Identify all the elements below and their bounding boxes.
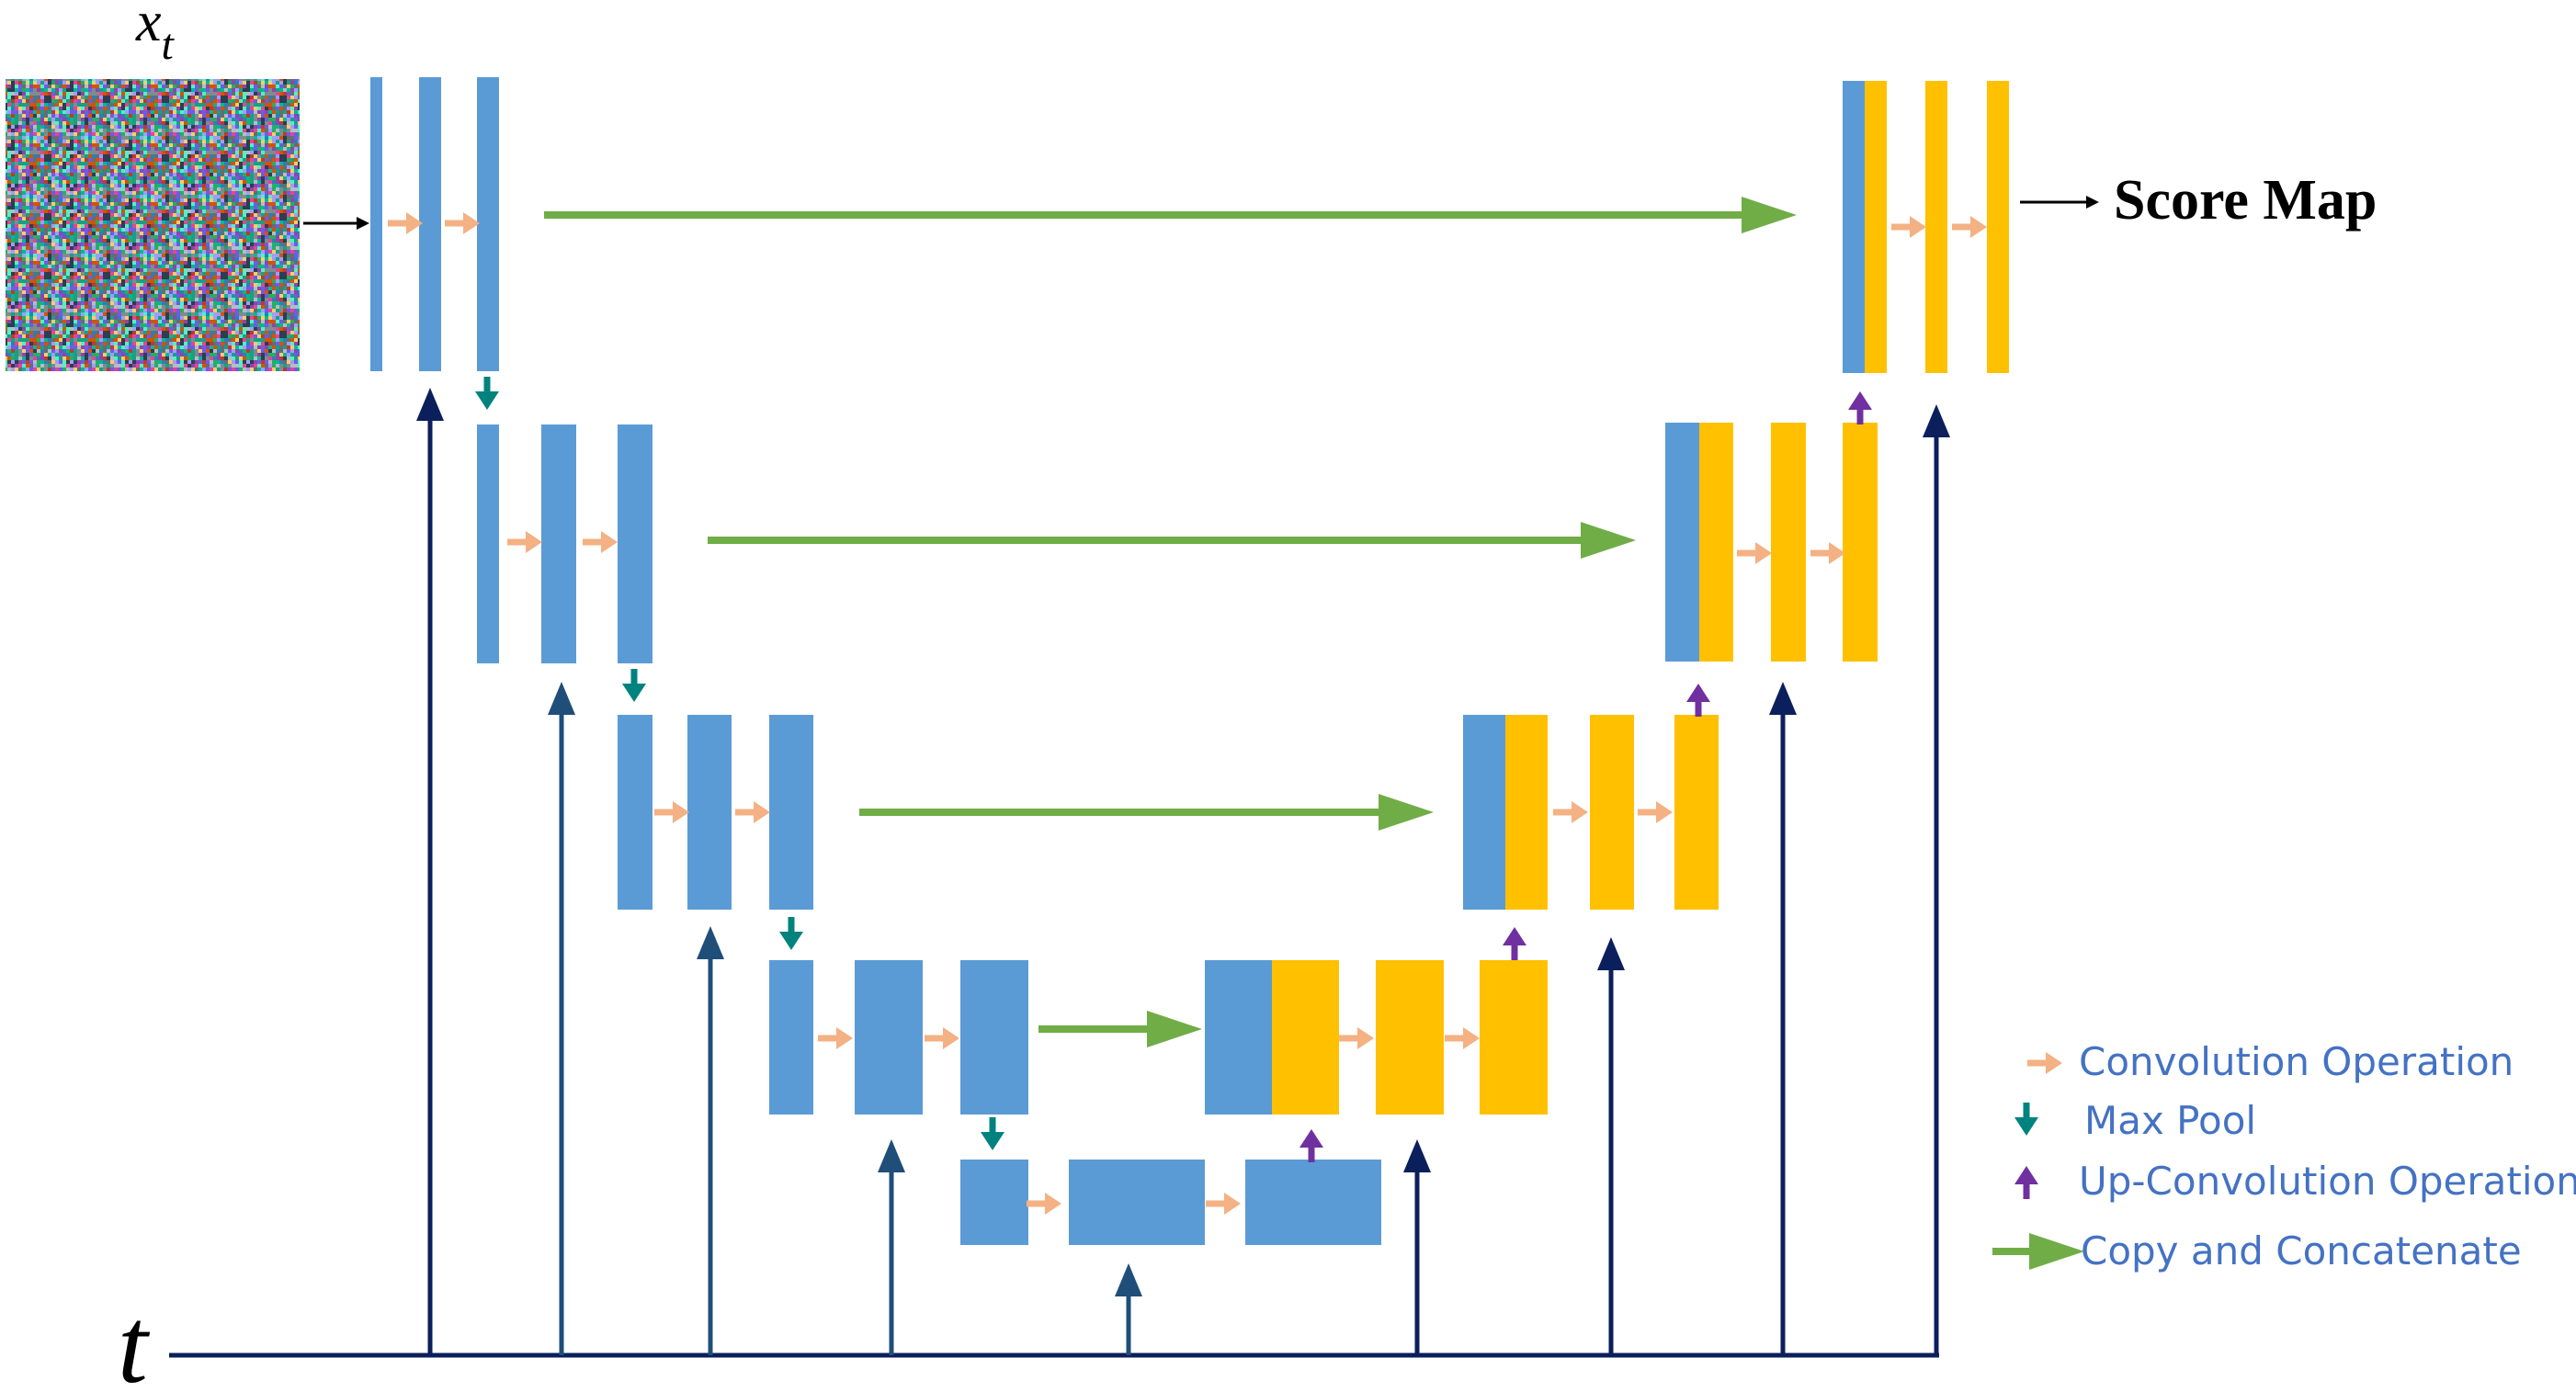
noise-image [6, 79, 300, 371]
time-arrow-head [878, 1139, 905, 1172]
copy-arrow-head [1581, 522, 1636, 559]
conv-arrow-head [943, 1027, 959, 1049]
time-embedding-lines [169, 388, 1950, 1358]
upconv-arrow-head [1848, 391, 1872, 410]
enc3-block-2 [687, 715, 732, 910]
conv-arrow-head [1357, 1027, 1374, 1049]
time-arrow-head [697, 926, 724, 959]
dec2-block-2 [1771, 423, 1806, 662]
upconv-arrow-head [2014, 1166, 2038, 1184]
operation-arrows [388, 212, 1987, 1215]
legend-upconv-icon [2014, 1166, 2038, 1199]
dec3-concat-enc [1463, 715, 1505, 910]
dec4-concat-enc [1205, 960, 1272, 1115]
enc3-block-1 [618, 715, 653, 910]
bottleneck-block-2 [1069, 1160, 1205, 1245]
input-image [6, 79, 300, 371]
upconv-arrow-head [1503, 927, 1526, 945]
maxpool-arrow-head [2014, 1117, 2038, 1136]
bottleneck-block-3 [1245, 1160, 1381, 1245]
legend-copy-label: Copy and Concatenate [2081, 1228, 2522, 1273]
maxpool-arrow-head [622, 684, 646, 702]
dec2-concat-dec [1699, 423, 1733, 662]
conv-arrow-head [754, 801, 770, 823]
time-arrow-head [1923, 404, 1950, 437]
upconv-arrow-head [1686, 684, 1710, 702]
copy-arrow-head [1147, 1011, 1202, 1047]
enc1-block-3 [477, 77, 499, 371]
conv-arrow-head [463, 212, 480, 234]
input-label-base: x [135, 0, 162, 53]
time-arrow-head [1769, 682, 1797, 715]
output-label: Score Map [2114, 169, 2377, 232]
dec2-block-3 [1843, 423, 1878, 662]
legend-conv-icon [2027, 1052, 2062, 1074]
conv-arrow-head [1829, 542, 1845, 564]
maxpool-arrow-head [981, 1132, 1004, 1150]
legend-upconv-label: Up-Convolution Operation [2079, 1159, 2576, 1204]
enc2-block-2 [541, 424, 576, 663]
conv-arrow-head [1224, 1193, 1241, 1215]
conv-arrow-head [1970, 216, 1987, 238]
legend-maxpool-label: Max Pool [2084, 1098, 2256, 1143]
conv-arrow-head [601, 531, 618, 553]
copy-arrow-head [1742, 197, 1797, 233]
enc2-block-3 [618, 424, 653, 663]
dec1-concat-dec [1865, 81, 1887, 373]
time-arrow-head [548, 682, 575, 715]
legend-conv-label: Convolution Operation [2079, 1039, 2514, 1084]
input-arrow [303, 217, 369, 230]
conv-arrow-head [2046, 1052, 2062, 1074]
time-arrow-head [1597, 937, 1625, 970]
conv-arrow-head [1463, 1027, 1480, 1049]
time-arrow-head [416, 388, 444, 421]
output-arrow [2020, 196, 2099, 209]
dec4-concat-dec [1272, 960, 1339, 1115]
conv-arrow-head [836, 1027, 853, 1049]
copy-arrow-head [2029, 1233, 2084, 1270]
conv-arrow-head [1755, 542, 1772, 564]
input-label: xt [135, 0, 176, 69]
copy-arrow-head [1379, 794, 1434, 831]
maxpool-arrow-head [779, 932, 803, 950]
dec3-block-2 [1590, 715, 1634, 910]
time-label: t [118, 1285, 151, 1392]
enc1-block-1 [370, 77, 382, 371]
dec3-block-3 [1674, 715, 1719, 910]
legend-maxpool-icon [2014, 1103, 2038, 1136]
enc3-block-3 [769, 715, 813, 910]
dec4-block-2 [1376, 960, 1444, 1115]
input-label-subscript: t [162, 20, 176, 69]
bottleneck-block-1 [960, 1160, 1028, 1245]
dec1-block-2 [1925, 81, 1947, 373]
legend: Convolution Operation Max Pool Up-Convol… [1992, 1039, 2576, 1273]
dec1-block-3 [1987, 81, 2009, 373]
conv-arrow-head [1045, 1193, 1061, 1215]
conv-arrow-head [1572, 801, 1588, 823]
conv-arrow-head [673, 801, 689, 823]
time-arrow-head [1115, 1263, 1142, 1296]
conv-arrow-head [406, 212, 423, 234]
enc4-block-3 [960, 960, 1028, 1115]
time-arrow-head [1403, 1139, 1431, 1172]
conv-arrow-head [1656, 801, 1673, 823]
enc4-block-1 [769, 960, 813, 1115]
dec1-concat-enc [1843, 81, 1865, 373]
enc4-block-2 [855, 960, 923, 1115]
enc1-block-2 [419, 77, 441, 371]
maxpool-arrow-head [475, 391, 499, 410]
enc2-block-1 [477, 424, 499, 663]
conv-arrow-head [526, 531, 542, 553]
dec4-block-3 [1480, 960, 1548, 1115]
conv-arrow-head [1910, 216, 1926, 238]
feature-blocks [370, 77, 2009, 1245]
copy-arrows [544, 197, 1797, 1047]
upconv-arrow-head [1299, 1129, 1323, 1148]
dec2-concat-enc [1665, 423, 1699, 662]
legend-copy-icon [1992, 1233, 2084, 1270]
dec3-concat-dec [1505, 715, 1548, 910]
